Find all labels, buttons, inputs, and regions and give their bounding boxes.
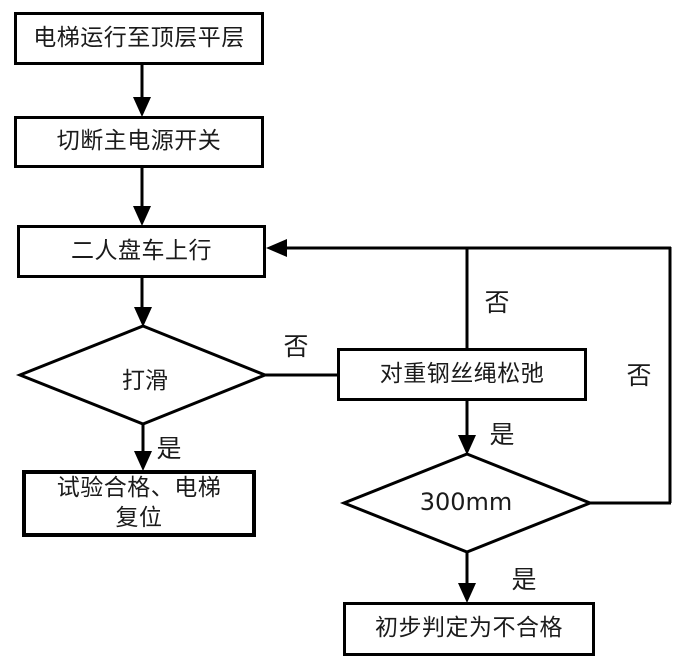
node-turn-car: 二人盘车上行 (17, 225, 266, 278)
node-cut-power: 切断主电源开关 (14, 116, 264, 168)
node-fail-result-label: 初步判定为不合格 (375, 615, 563, 642)
arrowhead-rope-yes (458, 435, 476, 455)
arrowhead-start-to-cutpower (133, 97, 151, 117)
slip-decision-shape (15, 324, 270, 426)
edge-label-rope-yes: 是 (489, 420, 515, 449)
node-fail-result: 初步判定为不合格 (343, 602, 595, 656)
node-turn-car-label: 二人盘车上行 (71, 237, 212, 264)
edge-label-gap-no: 否 (626, 361, 652, 390)
node-start-label: 电梯运行至顶层平层 (33, 24, 245, 51)
node-rope-slack-label: 对重钢丝绳松弛 (379, 360, 545, 387)
node-pass-result: 试验合格、电梯 复位 (22, 470, 256, 537)
edge-label-slip-yes: 是 (156, 434, 182, 463)
slip-decision-label: 打滑 (122, 368, 168, 394)
node-pass-result-line2: 复位 (115, 504, 163, 531)
node-pass-result-label: 试验合格、电梯 复位 (57, 474, 222, 534)
gap-decision-shape (339, 452, 595, 554)
edge-label-gap-yes: 是 (511, 565, 537, 594)
gap-decision-label: 300mm (419, 488, 513, 516)
node-rope-slack: 对重钢丝绳松弛 (337, 348, 587, 401)
arrowhead-gap-yes (458, 583, 476, 603)
node-cut-power-label: 切断主电源开关 (56, 128, 222, 155)
arrowhead-turncar-to-slip (134, 307, 152, 327)
edge-label-rope-no: 否 (484, 288, 510, 317)
arrowhead-loop-to-turncar (266, 239, 287, 257)
node-start: 电梯运行至顶层平层 (14, 12, 264, 65)
node-pass-result-line1: 试验合格、电梯 (56, 474, 222, 501)
edge-label-slip-no: 否 (283, 332, 309, 361)
arrowhead-cutpower-to-turncar (133, 206, 151, 226)
arrowhead-slip-yes (134, 451, 152, 471)
